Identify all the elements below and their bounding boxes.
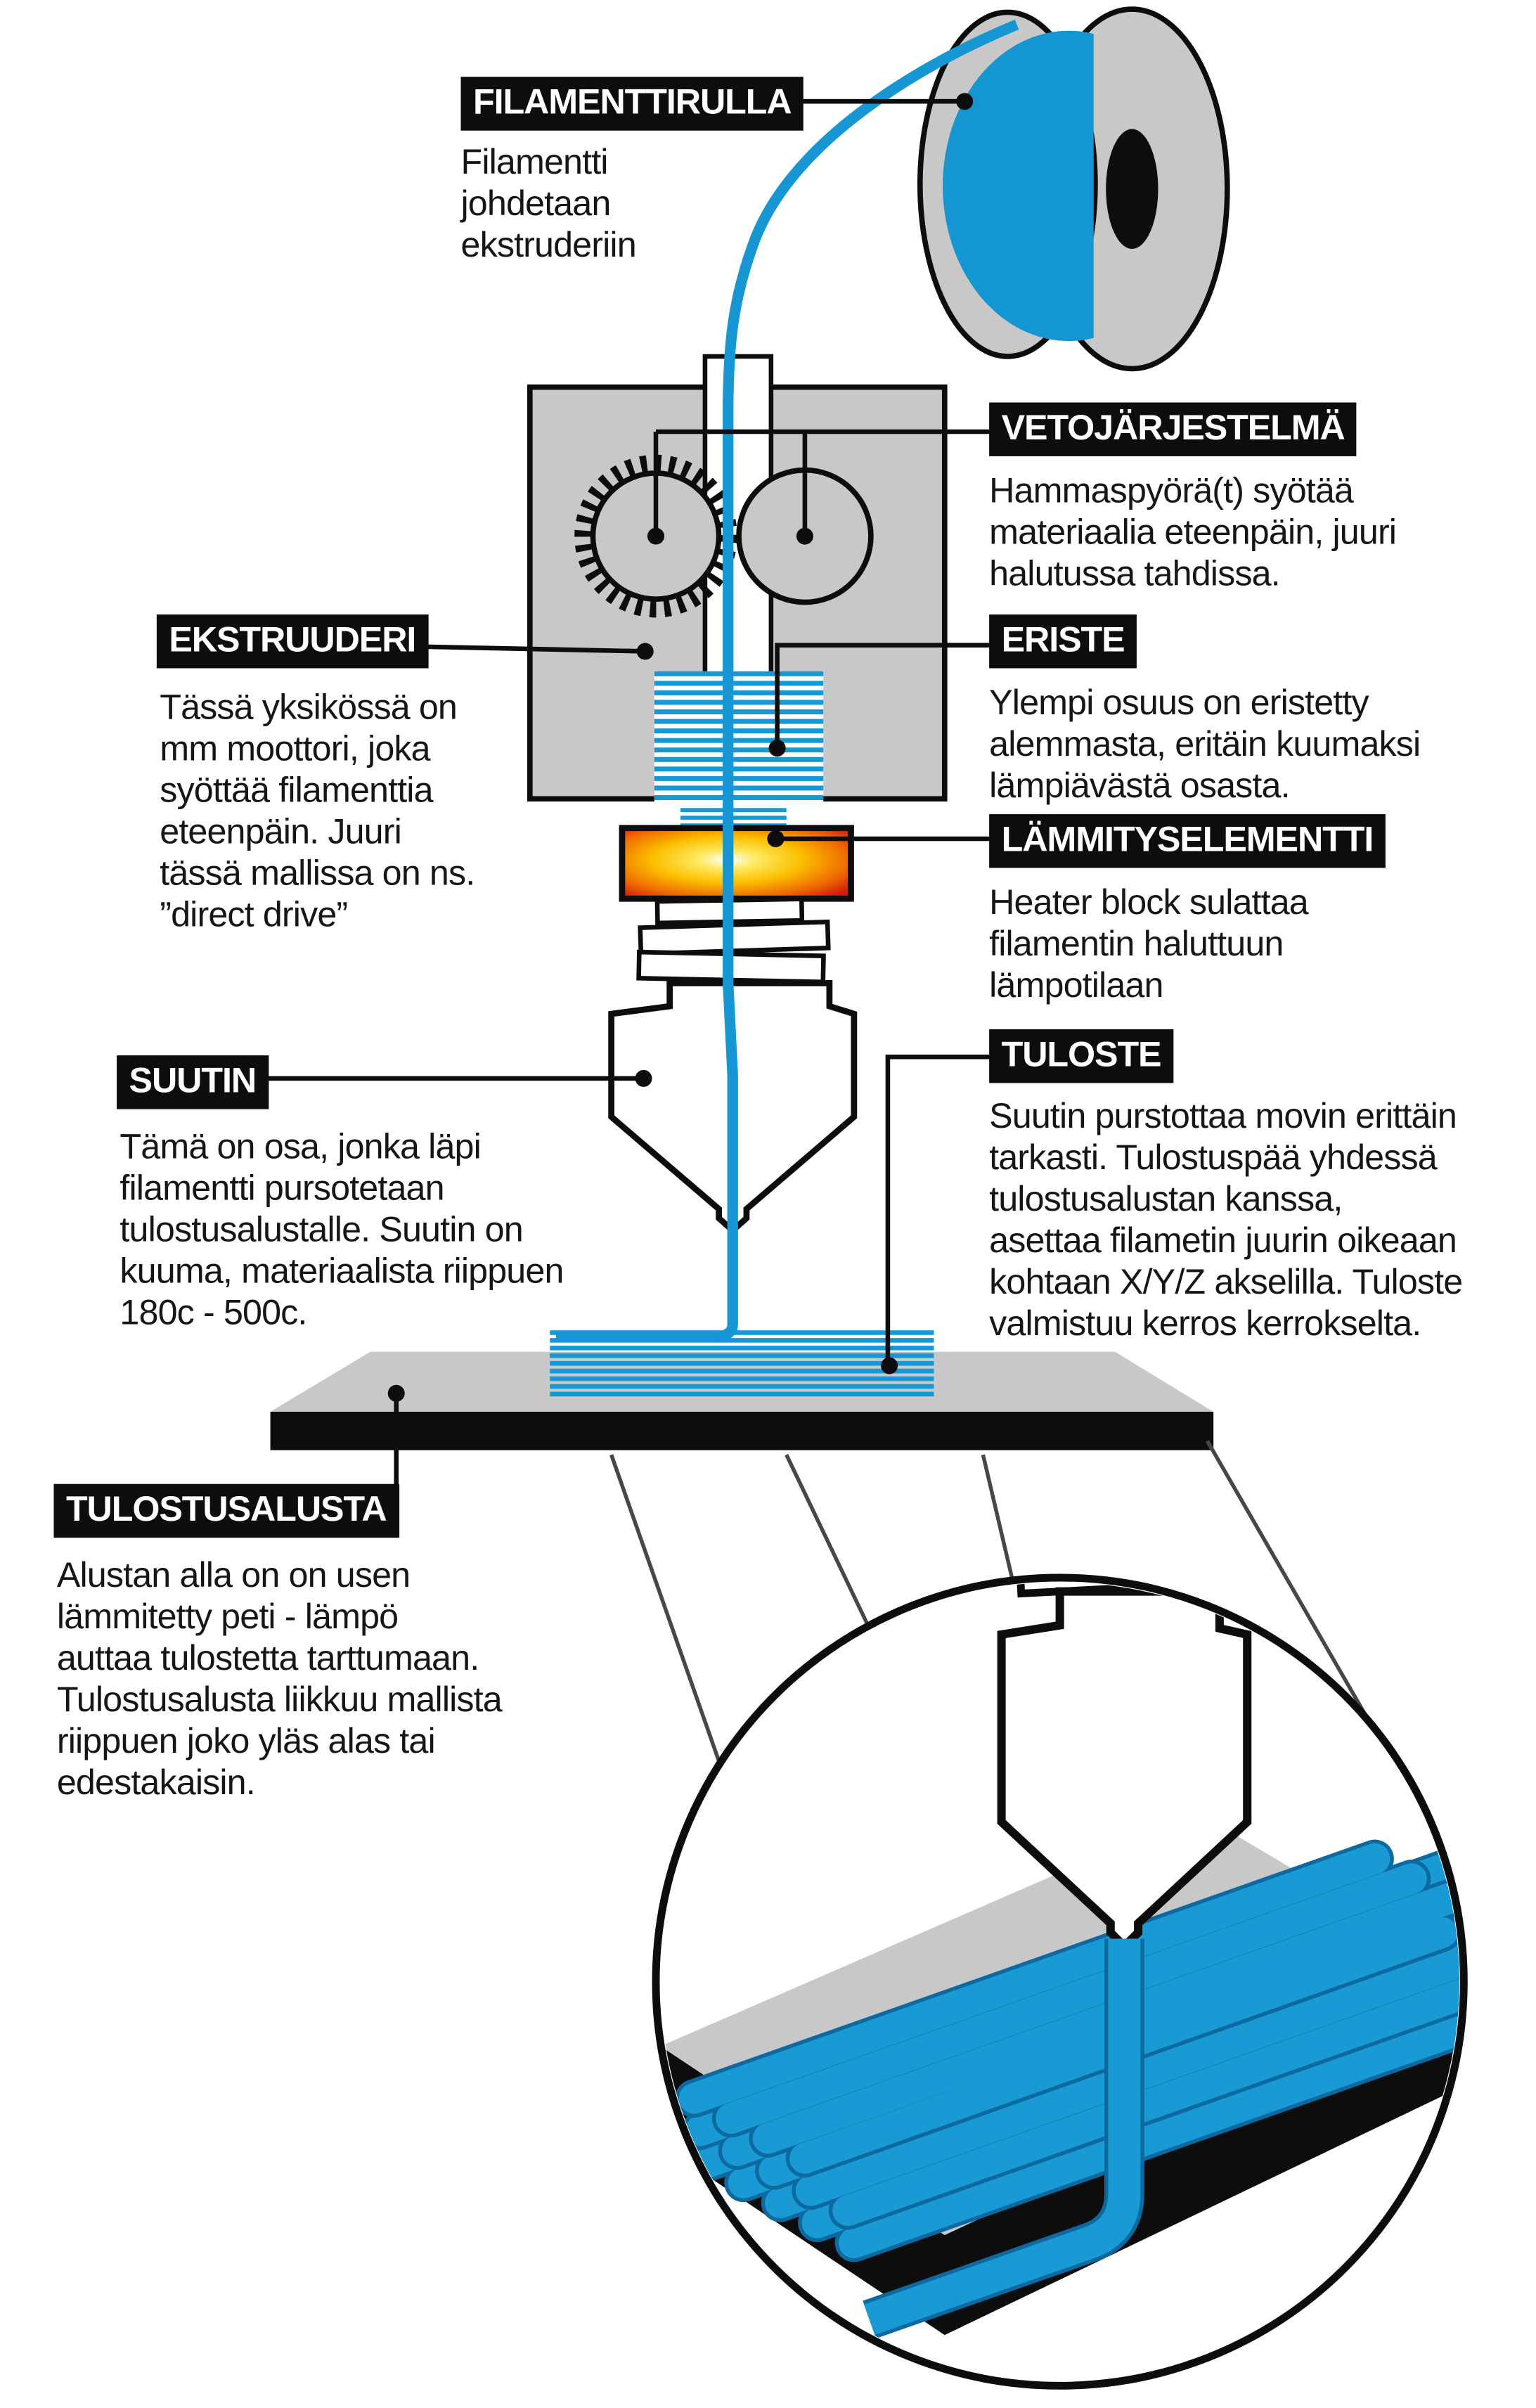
print-bed (270, 1351, 1214, 1450)
label-suutin: SUUTIN (117, 1055, 269, 1110)
label-tulostusalusta: TULOSTUSALUSTA (53, 1483, 399, 1538)
label-tuloste: TULOSTE (989, 1029, 1173, 1084)
filament-spool (917, 6, 1230, 372)
label-lammityselementti: LÄMMITYSELEMENTTI (989, 814, 1386, 869)
bed-front-edge (270, 1412, 1214, 1450)
desc-eriste: Ylempi osuus on eristetty alemmasta, eri… (989, 682, 1421, 805)
filament-strand (555, 19, 1019, 1342)
label-vetojarjestelma: VETOJÄRJESTELMÄ (989, 402, 1357, 457)
magnifier-content (660, 1582, 1459, 2339)
printed-layers (550, 1330, 934, 1397)
desc-suutin: Tämä on osa, jonka läpi filamentti purso… (120, 1126, 564, 1332)
label-filamenttirulla: FILAMENTTIRULLA (460, 77, 804, 131)
desc-lammityselementti: Heater block sulattaa filamentin haluttu… (989, 882, 1309, 1005)
magnifier-projection-lines (609, 1440, 1381, 1771)
spool-hub-hole (1106, 129, 1159, 249)
desc-tuloste: Suutin purstottaa movin erittäin tarkast… (989, 1095, 1463, 1342)
desc-vetojarjestelma: Hammaspyörä(t) syötää materiaalia eteenp… (989, 470, 1397, 593)
insulator-fins (654, 671, 824, 828)
label-eriste: ERISTE (989, 614, 1137, 669)
desc-tulostusalusta: Alustan alla on on usen lämmitetty peti … (56, 1554, 503, 1801)
desc-ekstruuderi: Tässä yksikössä on mm moottori, joka syö… (160, 686, 475, 934)
bed-surface (270, 1351, 1214, 1412)
label-ekstruuderi: EKSTRUUDERI (156, 614, 428, 669)
desc-filamenttirulla: Filamentti johdetaan ekstruderiin (460, 141, 637, 264)
spool-filament-winding (943, 30, 1094, 342)
nozzle-threads (636, 896, 831, 985)
inset-extruded-strand (863, 1938, 1144, 2339)
